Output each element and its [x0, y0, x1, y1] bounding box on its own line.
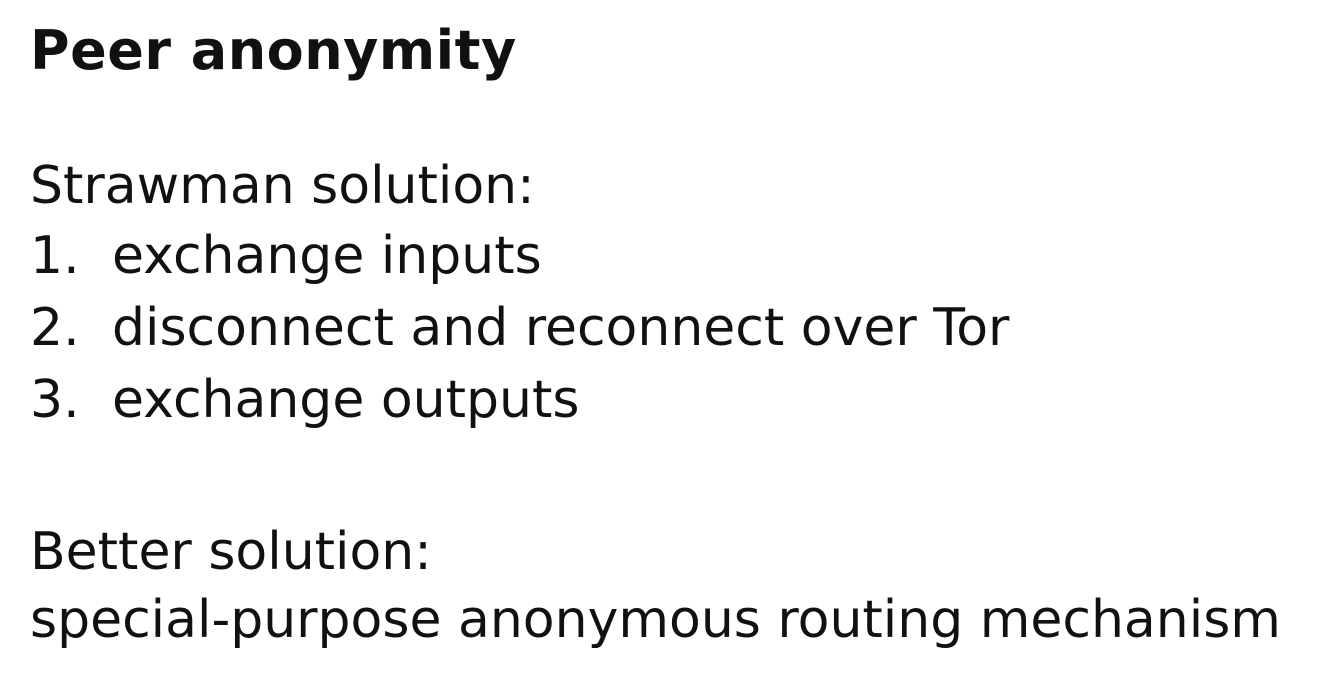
step-text: disconnect and reconnect over Tor: [112, 298, 1010, 358]
step-3: 3. exchange outputs: [30, 364, 579, 436]
step-number: 1.: [30, 226, 80, 286]
step-2: 2. disconnect and reconnect over Tor: [30, 292, 1009, 364]
step-text: exchange outputs: [112, 370, 580, 430]
strawman-heading: Strawman solution:: [30, 156, 535, 216]
step-number: 3.: [30, 370, 80, 430]
step-text: exchange inputs: [112, 226, 542, 286]
slide-title: Peer anonymity: [30, 19, 517, 82]
better-heading: Better solution:: [30, 522, 432, 582]
step-number: 2.: [30, 298, 80, 358]
better-text: special-purpose anonymous routing mechan…: [30, 590, 1281, 650]
step-1: 1. exchange inputs: [30, 220, 542, 292]
